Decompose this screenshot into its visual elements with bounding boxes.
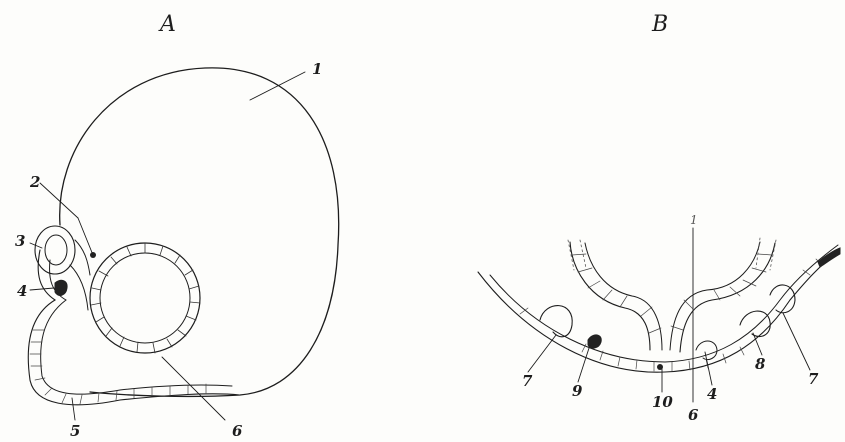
small-loop-inner [45,235,67,265]
tube-right-inner [670,242,760,350]
large-vesicle-outline [60,68,339,397]
tube-right-outer [680,243,775,352]
label-a-5: 5 [70,424,80,439]
epithelial-band-inner [41,260,232,394]
label-b-9: 9 [572,384,582,399]
panel-b-title: B [652,14,668,36]
label-b-10: 10 [652,395,673,410]
label-b-4: 4 [707,387,717,402]
outer-arc-outer [478,250,840,372]
label-a-6: 6 [232,424,242,439]
leader-lines-a [30,72,305,420]
tube-top-stubs [568,238,776,270]
panel-a-drawing [28,68,338,420]
label-b-6: 6 [688,408,698,423]
tube-left-inner [585,243,662,350]
small-loop-outer [35,226,75,274]
label-a-4: 4 [17,284,27,299]
label-a-1: 1 [312,62,322,77]
connecting-wall [70,240,90,310]
label-b-8: 8 [755,357,765,372]
panel-a-title: A [160,14,176,36]
label-a-2: 2 [30,175,40,190]
label-a-3: 3 [15,234,25,249]
ring-inner [100,253,190,343]
leader-lines-b [528,313,810,392]
pigment-cluster-a [55,280,67,295]
arc-cell-walls [520,259,822,371]
outer-arc-inner [490,245,838,362]
fold-right [740,311,770,336]
label-b-7-right: 7 [808,372,818,387]
ring-outer [90,243,200,353]
label-b-top: 1 [690,214,698,226]
label-b-7-left: 7 [522,374,532,389]
tube-left-outer [570,242,650,350]
